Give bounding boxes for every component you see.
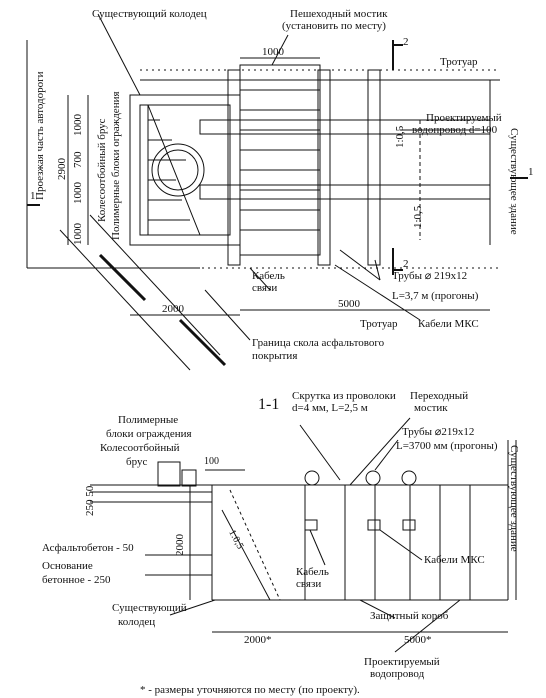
section-view	[90, 417, 517, 653]
leader-well-sec	[169, 599, 216, 616]
section-title: 1-1	[258, 396, 280, 413]
label-wire-1: Скрутка из проволоки	[292, 390, 396, 402]
leader-mks	[334, 264, 421, 321]
label-water-2: водопровод d=100	[412, 124, 498, 136]
slope-b-text: 1:0,5	[412, 205, 424, 228]
label-protective-box: Защитный короб	[370, 610, 449, 622]
label-sidewalk-bottom: Тротуар	[360, 318, 398, 330]
leader-transit	[349, 417, 411, 486]
label-curb-sec-2: брус	[126, 456, 148, 468]
label-pipes-sec-1: Трубы ⌀219х12	[402, 426, 475, 438]
label-transit-2: мостик	[414, 402, 448, 414]
trench-outline	[129, 94, 241, 246]
dim-5000-text: 5000	[338, 298, 360, 310]
label-comm-cable-1: Кабель	[252, 270, 285, 282]
label-comm-sec-2: связи	[296, 578, 322, 590]
dim-1000-c-text: 1000	[72, 223, 84, 245]
leader-wire	[299, 424, 341, 481]
label-polymer-sec-1: Полимерные	[118, 414, 179, 426]
footnote: * - размеры уточняются по месту (по прое…	[140, 684, 360, 696]
pit-slope	[147, 104, 201, 236]
label-polymer-sec-2: блоки ограждения	[106, 428, 192, 440]
box-2	[367, 519, 381, 531]
leader-comm	[249, 267, 271, 291]
label-sidewalk-top: Тротуар	[440, 56, 478, 68]
leader-box	[359, 599, 396, 619]
label-existing-well: Существующий колодец	[92, 8, 207, 20]
dim-2000-vertical-text: 2000	[174, 534, 186, 556]
dim-100-text: 100	[204, 456, 219, 467]
label-pipes-1: Трубы ⌀ 219х12	[392, 270, 468, 282]
cut-mark-1-right: 1	[528, 166, 534, 178]
section-mark-2-top: 2	[403, 36, 409, 48]
label-comm-sec-1: Кабель	[296, 566, 329, 578]
label-water-1: Проектируемый	[426, 112, 502, 124]
label-mks-cables: Кабели МКС	[418, 318, 479, 330]
pipe-2	[365, 470, 381, 486]
label-pipes-2: L=3,7 м (прогоны)	[392, 290, 479, 302]
leader-comm-sec	[309, 529, 326, 566]
dim-1000-a-text: 1000	[72, 114, 84, 136]
label-transit-1: Переходный	[410, 390, 469, 402]
label-curb-beam: Колесоотбойный брус	[96, 118, 108, 222]
label-base-1: Основание	[42, 560, 93, 572]
box-3	[402, 519, 416, 531]
leader-well	[97, 13, 141, 96]
plan-view	[26, 13, 528, 371]
asphalt-edge-diagonal	[59, 229, 191, 371]
leader-mks-sec	[379, 529, 423, 561]
dim-2000-sec-text: 2000*	[244, 634, 272, 646]
dim-2900-text: 2900	[56, 158, 68, 180]
label-water-sec-1: Проектируемый	[364, 656, 440, 668]
leader-water-sec	[394, 599, 461, 653]
label-bridge-2: (установить по месту)	[282, 20, 386, 32]
leader-pipes	[339, 249, 381, 281]
post-mid	[317, 69, 331, 266]
dim-250-50-text: 250 50	[84, 485, 96, 516]
leader-pipes-sec	[374, 439, 399, 471]
label-building-sec: Существующее здание	[508, 445, 520, 552]
label-wire-2: d=4 мм, L=2,5 м	[292, 402, 368, 414]
dim-2000-text: 2000	[162, 303, 184, 315]
label-base-2: бетонное - 250	[42, 574, 111, 586]
label-asphalt-edge-2: покрытия	[252, 350, 298, 362]
curb-block	[157, 461, 181, 487]
box-1	[304, 519, 318, 531]
dim-1000-b-text: 1000	[72, 182, 84, 204]
leader-asphalt	[204, 289, 251, 341]
label-road: Проезжая часть автодороги	[34, 71, 46, 200]
pipe-run-lower	[199, 184, 491, 200]
cut-mark-1-left: 1	[30, 190, 36, 202]
section-mark-2-bottom: 2	[403, 258, 409, 270]
label-curb-sec-1: Колесоотбойный	[100, 442, 180, 454]
label-well-sec-1: Существующий	[112, 602, 187, 614]
dim-5000-sec-text: 5000*	[404, 634, 432, 646]
label-mks-sec: Кабели МКС	[424, 554, 485, 566]
dim-1000-top-text: 1000	[262, 46, 284, 58]
label-water-sec-2: водопровод	[370, 668, 425, 680]
label-comm-cable-2: связи	[252, 282, 278, 294]
pipe-1	[304, 470, 320, 486]
leader-bridge	[271, 34, 289, 66]
label-polymer-blocks: Полимерные блоки ограждения	[110, 91, 122, 240]
slope-a-text: 1:0,5	[394, 125, 406, 148]
pipe-3	[401, 470, 417, 486]
dim-700-text: 700	[72, 151, 84, 169]
label-well-sec-2: колодец	[118, 616, 156, 628]
label-building-plan: Существующее здание	[508, 128, 520, 235]
label-asphalt-edge-1: Граница скола асфальтового	[252, 337, 385, 349]
label-asphalt-concrete: Асфальтобетон - 50	[42, 542, 134, 554]
label-pipes-sec-2: L=3700 мм (прогоны)	[396, 440, 498, 452]
label-bridge-1: Пешеходный мостик	[290, 8, 388, 20]
well-circle	[151, 143, 205, 197]
bridge-deck	[239, 64, 321, 256]
slope-line	[221, 509, 271, 601]
post-left	[227, 69, 241, 266]
post-right	[367, 69, 381, 266]
